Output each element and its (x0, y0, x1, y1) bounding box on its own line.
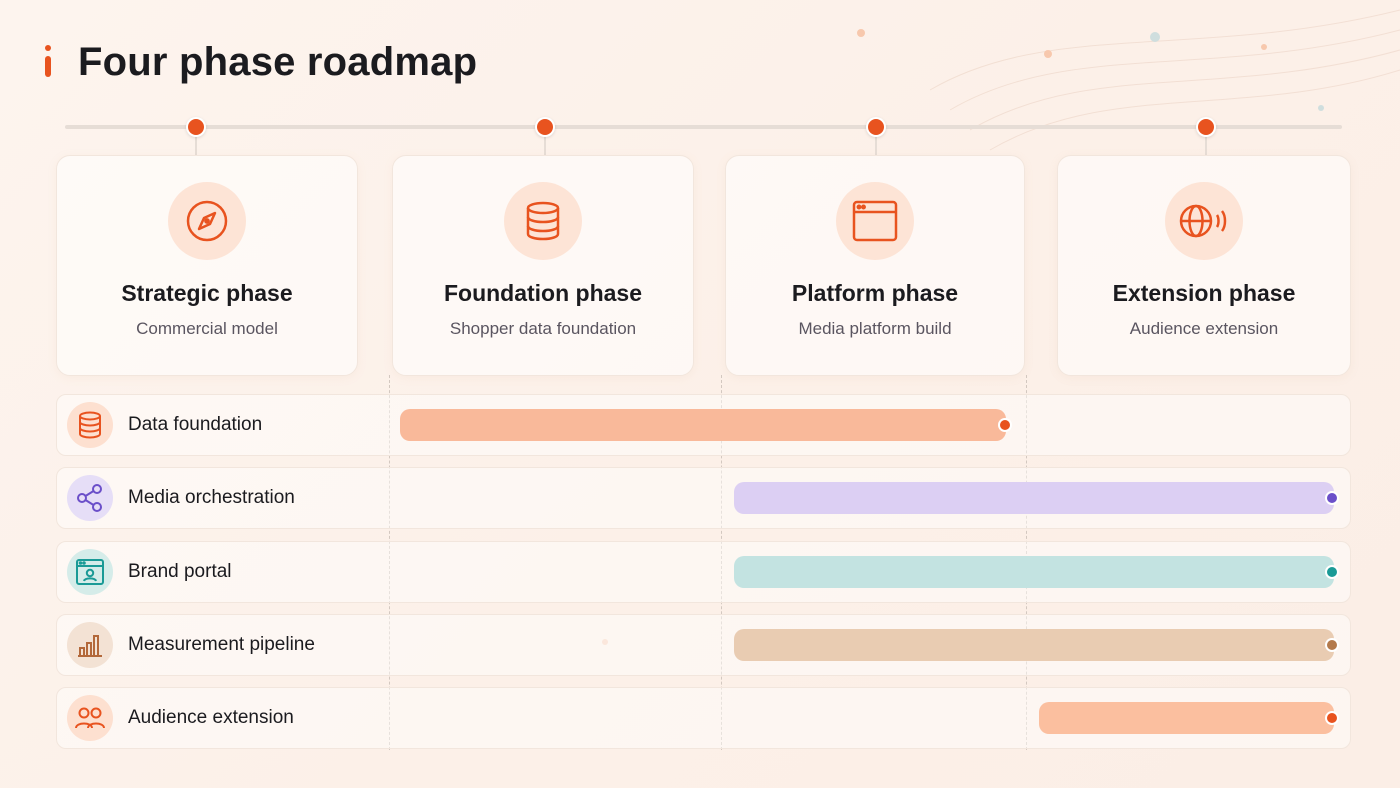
database-icon (67, 402, 113, 448)
phase-name: Strategic phase (121, 280, 293, 306)
workstream-row-data-foundation: Data foundation (56, 394, 1351, 456)
workstream-bar-end (1325, 565, 1339, 579)
workstream-row-media-orchestration: Media orchestration (56, 467, 1351, 529)
workstream-bar (1039, 702, 1334, 734)
phase-card-foundation: Foundation phase Shopper data foundation (392, 155, 694, 376)
phase-name: Foundation phase (443, 280, 643, 306)
timeline-line (65, 125, 1342, 129)
compass-icon (168, 182, 246, 260)
workstream-label: Data foundation (128, 414, 263, 435)
timeline-stem (875, 137, 877, 155)
workstream-bar-end (1325, 638, 1339, 652)
timeline-stem (1205, 137, 1207, 155)
workstream-bar-end (1325, 711, 1339, 725)
phase-subtitle: Audience extension (1129, 319, 1279, 338)
workstream-bar (734, 482, 1334, 514)
workstream-label: Media orchestration (128, 487, 295, 508)
workstream-bar-end (998, 418, 1012, 432)
bar-chart-icon (67, 622, 113, 668)
page-title: Four phase roadmap (78, 40, 478, 84)
users-icon (67, 695, 113, 741)
workstream-bar (400, 409, 1006, 441)
timeline-node (535, 117, 555, 137)
share-nodes-icon (67, 475, 113, 521)
phase-name: Extension phase (1112, 280, 1296, 306)
workstream-bar-end (1325, 491, 1339, 505)
phase-subtitle: Media platform build (798, 319, 952, 338)
globe-signal-icon (1165, 182, 1243, 260)
phase-subtitle: Shopper data foundation (449, 319, 637, 338)
workstream-bar (734, 556, 1334, 588)
title-accent-icon (45, 45, 51, 77)
phase-card-platform: Platform phase Media platform build (725, 155, 1025, 376)
phase-subtitle: Commercial model (136, 319, 278, 338)
workstream-label: Measurement pipeline (128, 634, 315, 655)
workstream-row-audience-extension: Audience extension (56, 687, 1351, 749)
database-icon (504, 182, 582, 260)
timeline-stem (195, 137, 197, 155)
workstream-row-measurement-pipeline: Measurement pipeline (56, 614, 1351, 676)
phase-name: Platform phase (791, 280, 959, 306)
timeline-node (1196, 117, 1216, 137)
user-portal-icon (67, 549, 113, 595)
timeline-stem (544, 137, 546, 155)
workstream-label: Brand portal (128, 561, 232, 582)
phase-card-strategic: Strategic phase Commercial model (56, 155, 358, 376)
workstream-bar (734, 629, 1334, 661)
workstream-label: Audience extension (128, 707, 294, 728)
timeline-node (186, 117, 206, 137)
browser-window-icon (836, 182, 914, 260)
phase-divider (721, 375, 722, 750)
workstream-row-brand-portal: Brand portal (56, 541, 1351, 603)
phase-divider (389, 375, 390, 750)
timeline-node (866, 117, 886, 137)
phase-card-extension: Extension phase Audience extension (1057, 155, 1351, 376)
